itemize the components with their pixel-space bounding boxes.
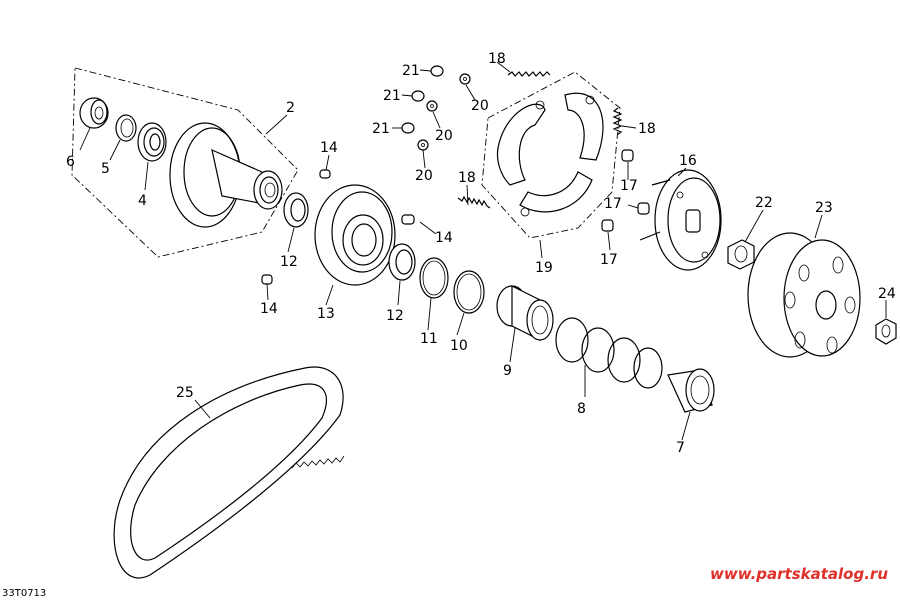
callout-8: 8 — [577, 401, 586, 417]
callout-18-left: 18 — [458, 170, 476, 186]
part-6-bushing — [79, 97, 109, 129]
callout-21-a: 21 — [402, 63, 420, 79]
callout-21-b: 21 — [383, 88, 401, 104]
callout-12-left: 12 — [280, 254, 298, 270]
callout-22: 22 — [755, 195, 773, 211]
callout-11: 11 — [420, 331, 438, 347]
callout-2: 2 — [286, 100, 295, 116]
dashed-group-outline-19 — [481, 71, 621, 239]
part-5-circlip — [115, 114, 137, 142]
part-20-washer-3 — [417, 139, 429, 151]
part-21-clip-3 — [401, 122, 415, 134]
part-20-washer-2 — [426, 100, 438, 112]
part-21-clip-2 — [411, 90, 425, 102]
callout-10: 10 — [450, 338, 468, 354]
callout-17-c: 17 — [600, 252, 618, 268]
part-17-spacer-1 — [621, 149, 634, 162]
part-18-spring-left — [457, 195, 491, 209]
callout-17-b: 17 — [604, 196, 622, 212]
part-24-nut — [875, 318, 897, 345]
part-23-clutch-bell — [747, 232, 861, 358]
part-10-o-ring — [453, 270, 485, 314]
callout-24: 24 — [878, 286, 896, 302]
callout-20-a: 20 — [471, 98, 489, 114]
part-19-clutch-shoes — [496, 92, 604, 217]
part-17-spacer-2 — [637, 202, 650, 215]
part-18-spring-right — [612, 107, 623, 136]
part-16-drive-plate — [639, 169, 722, 271]
callout-21-c: 21 — [372, 121, 390, 137]
callout-18-top: 18 — [488, 51, 506, 67]
callout-25: 25 — [176, 385, 194, 401]
part-13-movable-sheave — [314, 184, 396, 286]
figure-reference-code: 33T0713 — [2, 588, 47, 599]
leader-lines — [79, 61, 887, 441]
callout-9: 9 — [503, 363, 512, 379]
callout-23: 23 — [815, 200, 833, 216]
callout-13: 13 — [317, 306, 335, 322]
part-8-spring — [555, 317, 663, 389]
part-7-sleeve — [667, 368, 715, 413]
callout-labels: 2 6 5 4 14 12 13 14 14 12 11 10 9 8 7 21… — [66, 51, 896, 456]
dashed-group-outline-2 — [71, 67, 299, 258]
callout-20-c: 20 — [415, 168, 433, 184]
callout-18-right: 18 — [638, 121, 656, 137]
callout-14-bottom: 14 — [260, 301, 278, 317]
callout-14-top: 14 — [320, 140, 338, 156]
part-12-seal-right — [388, 243, 416, 281]
part-2-fixed-sheave — [169, 122, 283, 228]
callout-12-right: 12 — [386, 308, 404, 324]
callout-6: 6 — [66, 154, 75, 170]
part-21-clip-1 — [430, 65, 444, 77]
callout-19: 19 — [535, 260, 553, 276]
part-12-seal-left — [283, 192, 309, 228]
part-22-nut — [727, 239, 755, 270]
callout-20-b: 20 — [435, 128, 453, 144]
watermark: www.partskatalog.ru — [709, 565, 888, 583]
part-14-pin-right — [401, 214, 415, 225]
callout-5: 5 — [101, 161, 110, 177]
part-14-pin-bottom — [261, 274, 273, 285]
callout-17-a: 17 — [620, 178, 638, 194]
part-14-pin-top — [319, 169, 331, 179]
part-25-belt — [113, 366, 345, 579]
part-20-washer-1 — [459, 73, 471, 85]
part-9-guide-collar — [496, 285, 554, 341]
callout-4: 4 — [138, 193, 147, 209]
part-18-spring-top — [507, 71, 551, 77]
part-4-bearing — [137, 122, 167, 162]
callout-7: 7 — [676, 440, 685, 456]
callout-16: 16 — [679, 153, 697, 169]
part-11-o-ring — [419, 257, 449, 299]
callout-14-right: 14 — [435, 230, 453, 246]
part-17-spacer-3 — [601, 219, 614, 232]
